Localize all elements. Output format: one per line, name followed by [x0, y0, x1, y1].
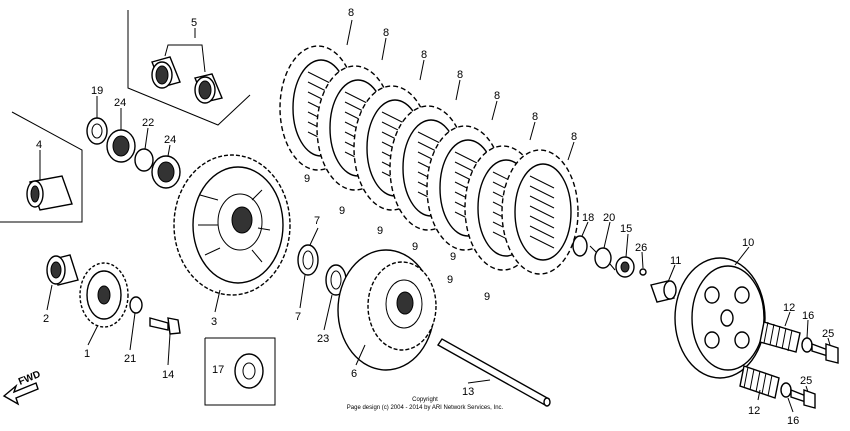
callout-9-f: 9	[450, 251, 456, 263]
copyright-line-2: Page design (c) 2004 - 2014 by ARI Netwo…	[347, 405, 504, 411]
plate-groove	[417, 131, 443, 145]
part-1-gear	[79, 262, 129, 328]
callout-8-g: 8	[571, 131, 577, 143]
callout-9-a: 9	[304, 173, 310, 185]
callout-6: 6	[351, 368, 357, 380]
callout-12-a: 12	[783, 302, 795, 314]
plate-groove	[344, 91, 370, 105]
box-part-4	[0, 111, 83, 223]
part-12-spring-a	[759, 321, 801, 353]
callout-10: 10	[742, 237, 754, 249]
fwd-arrow-icon: FWD	[2, 369, 42, 406]
callout-8-b: 8	[383, 27, 389, 39]
part-7-washer	[297, 244, 319, 276]
copyright-line-1: Copyright	[412, 397, 438, 403]
callout-7-a: 7	[314, 215, 320, 227]
callout-9-d: 9	[412, 241, 418, 253]
plate-groove	[529, 195, 555, 209]
plate-groove	[529, 235, 555, 249]
part-17-washer	[234, 353, 264, 389]
callout-21: 21	[124, 353, 136, 365]
callout-labels: 1 2 3 4 5 6 7 7 8 8 8 8 8 8 8 9 9 9 9 9 …	[36, 7, 834, 427]
callout-16-b: 16	[787, 415, 799, 427]
part-15-nut	[615, 256, 635, 278]
callout-15: 15	[620, 223, 632, 235]
part-12-spring-b	[739, 365, 780, 399]
callout-4: 4	[36, 139, 42, 151]
part-3-clutch-outer	[173, 154, 291, 296]
callout-9-g: 9	[484, 291, 490, 303]
plate-groove	[529, 205, 555, 219]
callout-9-e: 9	[447, 274, 453, 286]
plate-groove	[529, 175, 555, 189]
callout-20: 20	[603, 212, 615, 224]
part-24-bearing-b	[151, 155, 181, 189]
part-5-bushings	[151, 56, 223, 104]
part-10-pressure-plate	[674, 257, 766, 379]
callout-17: 17	[212, 364, 224, 376]
plate-groove	[454, 151, 480, 165]
box-part-5	[127, 10, 251, 126]
callout-18: 18	[582, 212, 594, 224]
callout-9-c: 9	[377, 225, 383, 237]
leader-lines	[39, 19, 831, 413]
callout-8-d: 8	[457, 69, 463, 81]
callout-22: 22	[142, 117, 154, 129]
callout-8-c: 8	[421, 49, 427, 61]
callout-24-a: 24	[114, 97, 126, 109]
clutch-plate-stack	[279, 45, 579, 275]
part-13-push-rod	[436, 338, 551, 407]
part-11-lifter	[650, 280, 677, 303]
part-24-bearing-a	[106, 129, 136, 163]
part-16-washer-b	[780, 382, 792, 398]
callout-11: 11	[670, 255, 681, 267]
part-20-lock-washer	[589, 245, 616, 271]
callout-24-b: 24	[164, 134, 176, 146]
part-16-washer-a	[801, 337, 813, 353]
callout-12-b: 12	[748, 405, 760, 417]
part-25-bolt-a	[811, 342, 839, 364]
plate-groove	[381, 111, 407, 125]
callout-25-a: 25	[822, 328, 834, 340]
callout-13: 13	[462, 386, 474, 398]
part-19-washer	[86, 117, 108, 145]
callout-5: 5	[191, 17, 197, 29]
callout-8-a: 8	[348, 7, 354, 19]
plate-groove	[529, 215, 555, 229]
callout-1: 1	[84, 348, 90, 360]
callout-19: 19	[91, 85, 103, 97]
box-part-17	[204, 337, 276, 406]
callout-14: 14	[162, 369, 174, 381]
plate-groove	[307, 71, 333, 85]
part-21-washer	[129, 296, 143, 314]
part-6-clutch-center	[337, 249, 437, 371]
callout-23: 23	[317, 333, 329, 345]
callout-7-b: 7	[295, 311, 301, 323]
callout-8-f: 8	[532, 111, 538, 123]
part-18-washer	[572, 235, 588, 257]
callout-25-b: 25	[800, 375, 812, 387]
callout-8-e: 8	[494, 90, 500, 102]
part-25-bolt-b	[790, 388, 816, 409]
callout-9-b: 9	[339, 205, 345, 217]
part-22-washer	[134, 148, 154, 172]
plate-groove	[529, 225, 555, 239]
callout-16-a: 16	[802, 310, 814, 322]
part-26-ball	[639, 268, 647, 276]
callout-3: 3	[211, 316, 217, 328]
part-2-bushing	[46, 254, 79, 286]
plate-groove	[529, 185, 555, 199]
callout-2: 2	[43, 313, 49, 325]
part-14-bolt	[149, 317, 181, 335]
callout-26: 26	[635, 242, 647, 254]
part-4-sleeve	[26, 175, 73, 211]
